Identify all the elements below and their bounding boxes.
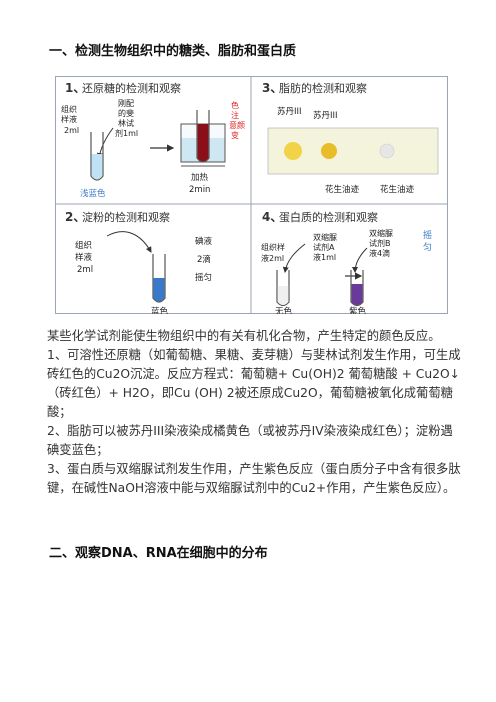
panel4-number: 4、 (262, 210, 282, 224)
purple-liquid (351, 284, 363, 305)
panel3-title: 脂肪的检测和观察 (279, 81, 367, 95)
panel4-shake-2: 匀 (423, 241, 432, 253)
test-tube-icon-2 (196, 110, 210, 163)
panel-protein: 4、 蛋白质的检测和观察 组织样 液2ml 双缩脲 试剂A 液1ml 无色 双缩… (261, 210, 432, 314)
panel1-label-mid-2: 的斐 (118, 108, 134, 118)
panel4-label-b-3: 液4滴 (369, 248, 390, 258)
panel2-number: 2、 (65, 210, 85, 224)
panel3-caption-1: 花生油迹 (325, 184, 360, 195)
panel2-label-right-1: 碘液 (195, 236, 213, 247)
panel1-caption-right-2: 2min (189, 185, 210, 195)
test-tube-icon-3 (152, 254, 166, 303)
panel1-caption-left: 浅蓝色 (80, 188, 106, 199)
panel1-red-label-4: 变 (231, 130, 239, 140)
panel4-label-b-1: 双缩脲 (369, 228, 393, 238)
panel1-label-mid-3: 林试 (118, 118, 134, 128)
test-tube-icon-5 (350, 270, 364, 307)
panel4-label-b-2: 试剂B (369, 238, 391, 248)
panel3-dye-1: 苏丹III (277, 106, 302, 117)
panel1-label-mid-1: 刚配 (118, 99, 134, 108)
panel-reducing-sugar: 1、 还原糖的检测和观察 组织 样液 2ml 刚配 的斐 林试 剂1ml 浅蓝色 (61, 81, 245, 199)
panel1-label-left-2: 样液 (61, 114, 77, 124)
panel2-title: 淀粉的检测和观察 (82, 210, 170, 224)
panel1-label-left-3: 2ml (64, 126, 79, 135)
dropper-arrow-icon-4 (352, 247, 368, 273)
experiment-figure-svg: 1、 还原糖的检测和观察 组织 样液 2ml 刚配 的斐 林试 剂1ml 浅蓝色 (55, 76, 448, 314)
panel1-label-left-1: 组织 (61, 104, 77, 114)
panel3-caption-2: 花生油迹 (380, 184, 415, 195)
paragraph-2: 2、脂肪可以被苏丹III染液染成橘黄色（或被苏丹IV染液染成红色）；淀粉遇碘变蓝… (47, 424, 453, 457)
panel4-label-a-1: 双缩脲 (313, 232, 337, 242)
experiment-figure: 1、 还原糖的检测和观察 组织 样液 2ml 刚配 的斐 林试 剂1ml 浅蓝色 (55, 76, 448, 314)
panel-fat: 3、 脂肪的检测和观察 苏丹III 苏丹III 花生油迹 花生油迹 (262, 81, 439, 195)
panel2-label-right-2: 2滴 (197, 254, 211, 265)
panel4-title: 蛋白质的检测和观察 (279, 210, 378, 224)
panel2-label-right-3: 摇匀 (195, 272, 212, 283)
panel4-caption-left: 无色 (275, 306, 293, 314)
panel2-label-left-1: 组织 (75, 240, 92, 251)
panel1-title: 还原糖的检测和观察 (82, 81, 181, 95)
oil-spot-control (379, 143, 395, 159)
panel1-number: 1、 (65, 81, 85, 95)
panel-starch: 2、 淀粉的检测和观察 组织 样液 2ml 蓝色 碘液 2滴 摇匀 (65, 210, 213, 314)
panel2-label-left-3: 2ml (77, 265, 93, 275)
paragraph-intro: 某些化学试剂能使生物组织中的有关有机化合物，产生特定的颜色反应。 (47, 329, 441, 343)
panel1-red-label-2: 注 (231, 110, 239, 120)
panel3-number: 3、 (262, 81, 282, 95)
panel1-red-label-1: 色 (231, 100, 239, 110)
section-heading-1: 一、检测生物组织中的糖类、脂肪和蛋白质 (49, 44, 297, 59)
light-blue-liquid (91, 154, 103, 180)
panel4-label-a-2: 试剂A (313, 242, 335, 252)
oil-spot-yellow (284, 142, 302, 160)
panel4-label-a-3: 液1ml (313, 252, 336, 262)
panel4-label-left-1: 组织样 (261, 242, 285, 252)
panel1-red-label-3: 意颜 (229, 120, 245, 130)
panel4-label-left-2: 液2ml (261, 253, 284, 263)
dropper-arrow-icon-2 (106, 231, 152, 253)
body-text: 某些化学试剂能使生物组织中的有关有机化合物，产生特定的颜色反应。 1、可溶性还原… (47, 327, 463, 498)
dropper-arrow-icon-3 (282, 243, 306, 273)
blue-liquid (153, 278, 165, 302)
panel4-shake-1: 摇 (423, 229, 432, 241)
test-tube-icon (90, 132, 104, 181)
test-tube-icon-4 (276, 270, 290, 307)
paragraph-3: 3、蛋白质与双缩脲试剂发生作用，产生紫色反应（蛋白质分子中含有很多肽键，在碱性N… (47, 462, 461, 495)
section-heading-2: 二、观察DNA、RNA在细胞中的分布 (49, 546, 268, 561)
panel2-label-left-2: 样液 (75, 252, 93, 263)
paragraph-1: 1、可溶性还原糖（如葡萄糖、果糖、麦芽糖）与斐林试剂发生作用，可生成砖红色的Cu… (47, 348, 461, 419)
colorless-liquid (277, 286, 289, 305)
panel4-caption-right: 紫色 (349, 306, 367, 314)
panel1-label-mid-4: 剂1ml (115, 128, 138, 138)
panel1-caption-right-1: 加热 (191, 172, 209, 183)
oil-spot-orange (321, 143, 337, 159)
brick-red-precipitate (197, 124, 209, 162)
panel3-dye-2: 苏丹III (313, 110, 338, 121)
panel2-caption: 蓝色 (151, 306, 169, 314)
